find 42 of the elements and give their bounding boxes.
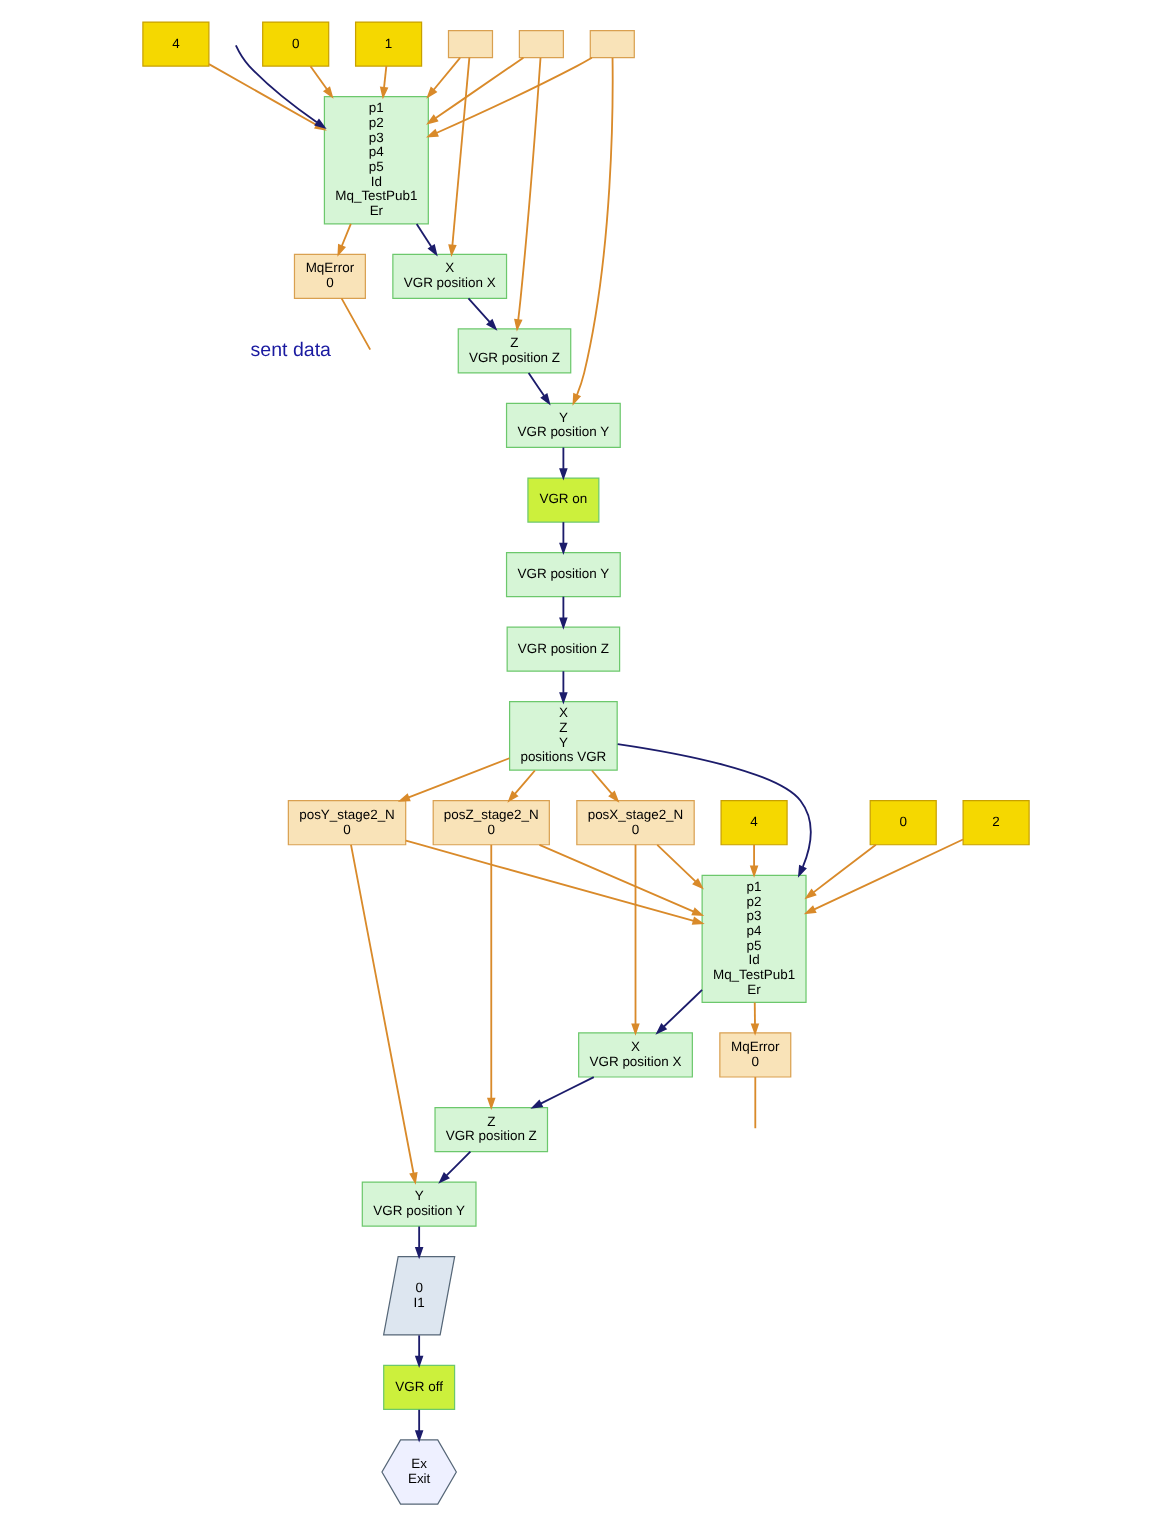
arrow [616, 743, 812, 878]
arrow [538, 843, 705, 917]
arrow [438, 1150, 472, 1184]
arrow [404, 839, 705, 925]
arrow [655, 989, 703, 1035]
arrow [486, 843, 496, 1111]
arrow [527, 372, 551, 406]
arrow [426, 56, 593, 138]
arrow [631, 843, 640, 1036]
arrow [415, 223, 438, 257]
arrow [656, 843, 704, 890]
connector [754, 1076, 757, 1130]
arrow [467, 297, 498, 331]
label: sent data [250, 339, 331, 362]
arrow [350, 843, 418, 1185]
arrow [749, 843, 759, 878]
arrow [397, 757, 511, 802]
node-box [447, 30, 494, 59]
arrow [426, 57, 461, 99]
node-box [589, 30, 635, 59]
arrow [379, 65, 389, 100]
arrow [559, 521, 568, 556]
arrow [559, 595, 568, 630]
arrow [559, 446, 568, 481]
arrow [804, 843, 877, 900]
connector [340, 297, 372, 351]
arrow [572, 57, 614, 406]
arrow [514, 57, 542, 332]
node-box [518, 30, 564, 59]
arrow [414, 1225, 424, 1260]
arrow [530, 1076, 595, 1109]
arrow [414, 1408, 424, 1443]
arrow [414, 1334, 424, 1368]
arrow [559, 670, 568, 705]
arrow [337, 223, 352, 257]
arrow [448, 56, 471, 257]
arrow [309, 65, 334, 99]
arrow [803, 838, 964, 915]
arrow [507, 769, 536, 803]
arrow [426, 56, 525, 125]
arrow [590, 769, 620, 803]
arrow [750, 1001, 760, 1036]
